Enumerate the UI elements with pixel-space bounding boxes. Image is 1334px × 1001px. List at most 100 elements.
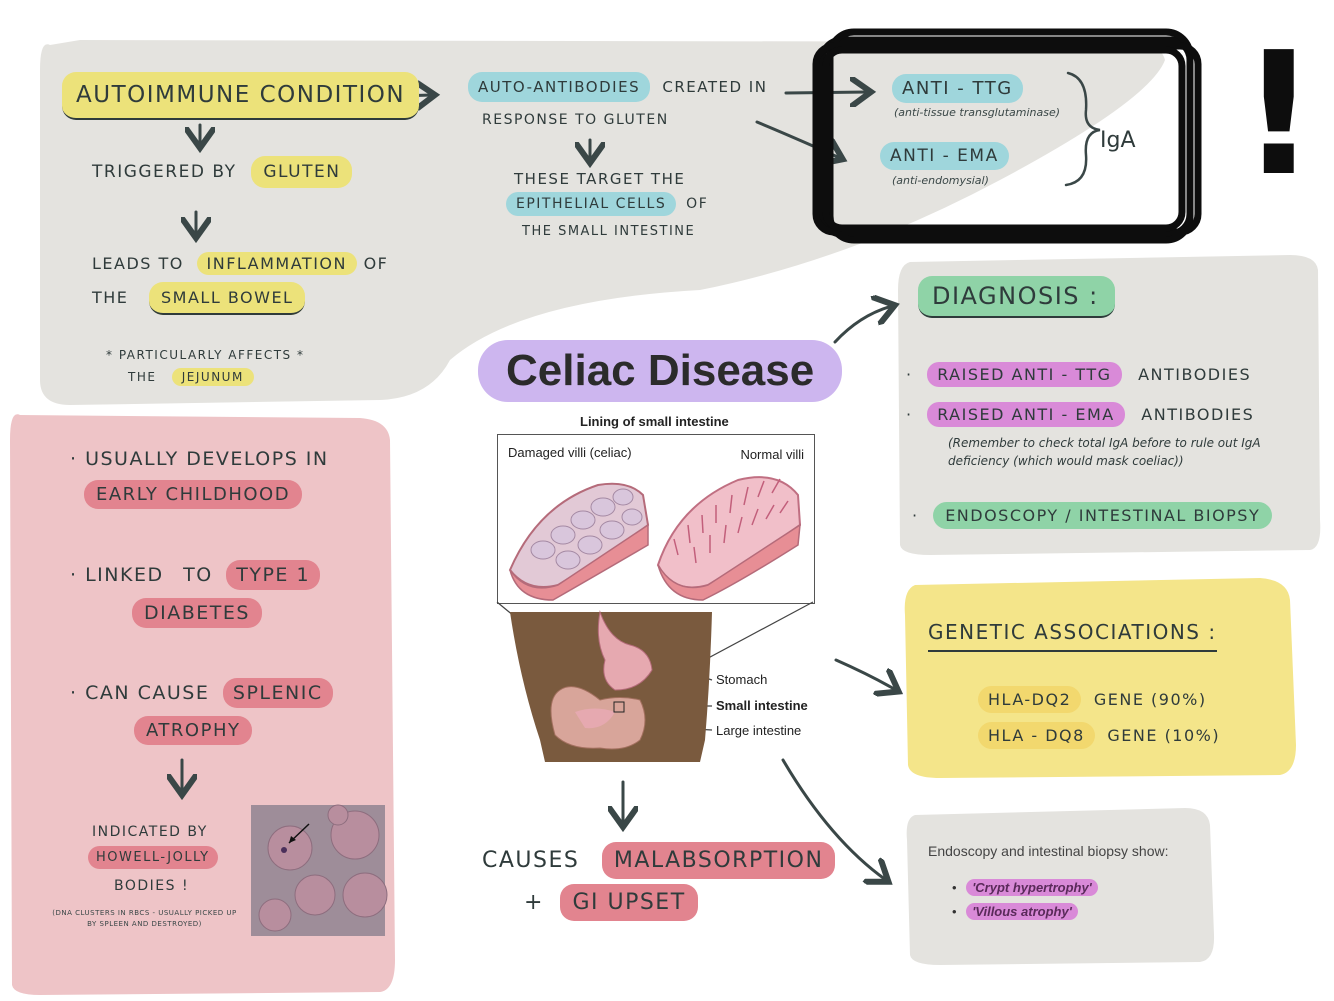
arrow-to-endo — [781, 758, 886, 880]
dq2-rest: gene (90%) — [1093, 690, 1207, 709]
dq8-rest: gene (10%) — [1107, 726, 1221, 745]
stomach-label: Stomach — [716, 672, 768, 687]
dq2-highlight: HLA-DQ2 — [978, 686, 1082, 713]
endo-heading: Endoscopy and intestinal biopsy show: — [928, 843, 1169, 859]
can-cause: · Can cause — [70, 682, 210, 704]
raised-ema-highlight: Raised anti - EMA — [927, 402, 1125, 427]
diabetes-wrap: Diabetes — [132, 598, 262, 628]
raised-ema-line: · Raised anti - EMA antibodies — [906, 402, 1255, 427]
dq2-line: HLA-DQ2 gene (90%) — [978, 686, 1207, 713]
anti-ttg-highlight: Anti - TTG — [892, 74, 1023, 103]
antibodies-line1: Auto-antibodies created in — [468, 72, 768, 102]
grey-top-panel — [40, 40, 1165, 405]
autoimmune-heading-wrap: Autoimmune Condition — [62, 72, 420, 120]
target-of: of — [686, 196, 709, 212]
arrow-to-genetic — [834, 658, 896, 690]
iga-label: IgA — [1100, 128, 1136, 153]
epithelial-highlight: Epithelial cells — [506, 192, 677, 216]
gluten-highlight: Gluten — [251, 156, 353, 188]
remember-note: (Remember to check total IgA before to r… — [948, 436, 1261, 468]
title-wrap: Celiac Disease — [478, 340, 843, 402]
raised-ttg-line: · Raised anti - TTG antibodies — [906, 362, 1252, 387]
atrophy-highlight: Atrophy — [134, 716, 253, 745]
splenic-highlight: Splenic — [222, 678, 333, 708]
small-bowel-line: the Small bowel — [92, 282, 306, 315]
raised-ttg-highlight: Raised anti - TTG — [927, 362, 1122, 387]
triggered-line: Triggered by Gluten — [92, 156, 353, 188]
crypt-hypertrophy: 'Crypt hypertrophy' — [966, 879, 1098, 896]
page-title: Celiac Disease — [478, 340, 843, 402]
causes-word: Causes — [482, 848, 580, 873]
childhood-line: · Usually develops in — [70, 448, 329, 470]
iga-brace — [1064, 71, 1101, 187]
normal-villi-label: Normal villi — [740, 447, 804, 462]
diagnosis-heading-wrap: Diagnosis : — [918, 276, 1115, 318]
small-bowel-highlight: Small bowel — [149, 282, 306, 315]
gi-upset-highlight: GI upset — [560, 884, 698, 921]
anti-ttg-sub: (anti-tissue transglutaminase) — [894, 106, 1061, 119]
leads-suffix: of — [363, 254, 389, 273]
villous-atrophy: 'Villous atrophy' — [966, 903, 1078, 920]
target-line2: Epithelial cells of — [506, 192, 709, 216]
early-childhood-highlight: Early childhood — [84, 480, 303, 509]
endoscopy-highlight: Endoscopy / Intestinal biopsy — [933, 502, 1273, 529]
early-childhood-wrap: Early childhood — [84, 480, 303, 509]
howell-wrap: Howell-Jolly — [88, 846, 218, 869]
autoimmune-heading: Autoimmune Condition — [62, 72, 420, 120]
linked-to: to — [183, 564, 213, 586]
howell-jolly-highlight: Howell-Jolly — [88, 846, 218, 869]
anti-ema-sub: (anti-endomysial) — [892, 174, 989, 187]
diagnosis-heading: Diagnosis : — [918, 276, 1115, 318]
malabsorption-highlight: Malabsorption — [601, 842, 836, 879]
linked-line: · Linked to Type 1 — [70, 560, 321, 590]
plus-sign: + — [524, 890, 544, 915]
endoscopy-line: · Endoscopy / Intestinal biopsy — [912, 502, 1273, 529]
target-line3: the small intestine — [522, 224, 696, 239]
arrow-to-diagnosis — [833, 306, 892, 344]
leads-prefix: Leads to — [92, 254, 184, 273]
diabetes-highlight: Diabetes — [132, 598, 262, 628]
villi-figure-box: Damaged villi (celiac) Normal villi — [497, 434, 815, 604]
endo-item-2: • 'Villous atrophy' — [952, 903, 1078, 920]
inflammation-highlight: Inflammation — [196, 252, 357, 275]
auto-antibodies-highlight: Auto-antibodies — [468, 72, 651, 102]
large-intestine-label: Large intestine — [716, 723, 802, 738]
damaged-villi-label: Damaged villi (celiac) — [508, 445, 632, 460]
genetic-heading-text: Genetic associations : — [928, 620, 1217, 652]
dq8-highlight: HLA - DQ8 — [978, 722, 1095, 749]
jejunum-line: the Jejunum — [128, 368, 254, 386]
howell-note: (DNA clusters in RBCs - usually picked u… — [52, 909, 237, 928]
anti-ema-highlight: Anti - EMA — [880, 142, 1009, 170]
genetic-heading: Genetic associations : — [928, 620, 1217, 652]
endo-item-1: • 'Crypt hypertrophy' — [952, 879, 1098, 896]
gi-upset-line: + GI upset — [524, 884, 698, 921]
antibodies-word-1: antibodies — [1138, 365, 1252, 384]
target-line1: These target the — [514, 170, 686, 188]
indicated-by: Indicated by — [92, 824, 208, 840]
atrophy-wrap: Atrophy — [134, 716, 253, 745]
causes-line: Causes Malabsorption — [482, 842, 836, 879]
affects-the: the — [128, 370, 157, 384]
created-in: created in — [662, 78, 768, 96]
anti-ema: Anti - EMA — [880, 142, 1009, 170]
antibodies-line2: response to gluten — [482, 112, 669, 128]
affects-line: * Particularly affects * — [106, 348, 305, 362]
jejunum-highlight: Jejunum — [171, 368, 254, 386]
villi-illustration — [508, 476, 802, 601]
figure-caption: Lining of small intestine — [580, 414, 729, 429]
type1-highlight: Type 1 — [226, 560, 321, 590]
anti-ttg: Anti - TTG — [892, 74, 1023, 103]
bodies-label: Bodies ! — [114, 878, 190, 894]
triggered-prefix: Triggered by — [92, 162, 237, 182]
exclamation-mark: ! — [1240, 16, 1318, 214]
emphasis-box — [812, 28, 1202, 244]
the-word: the — [92, 288, 129, 307]
splenic-line: · Can cause Splenic — [70, 678, 333, 708]
linked-word: · Linked — [70, 564, 164, 586]
dq8-line: HLA - DQ8 gene (10%) — [978, 722, 1221, 749]
antibodies-word-2: antibodies — [1141, 405, 1255, 424]
leads-line: Leads to Inflammation of — [92, 252, 389, 275]
